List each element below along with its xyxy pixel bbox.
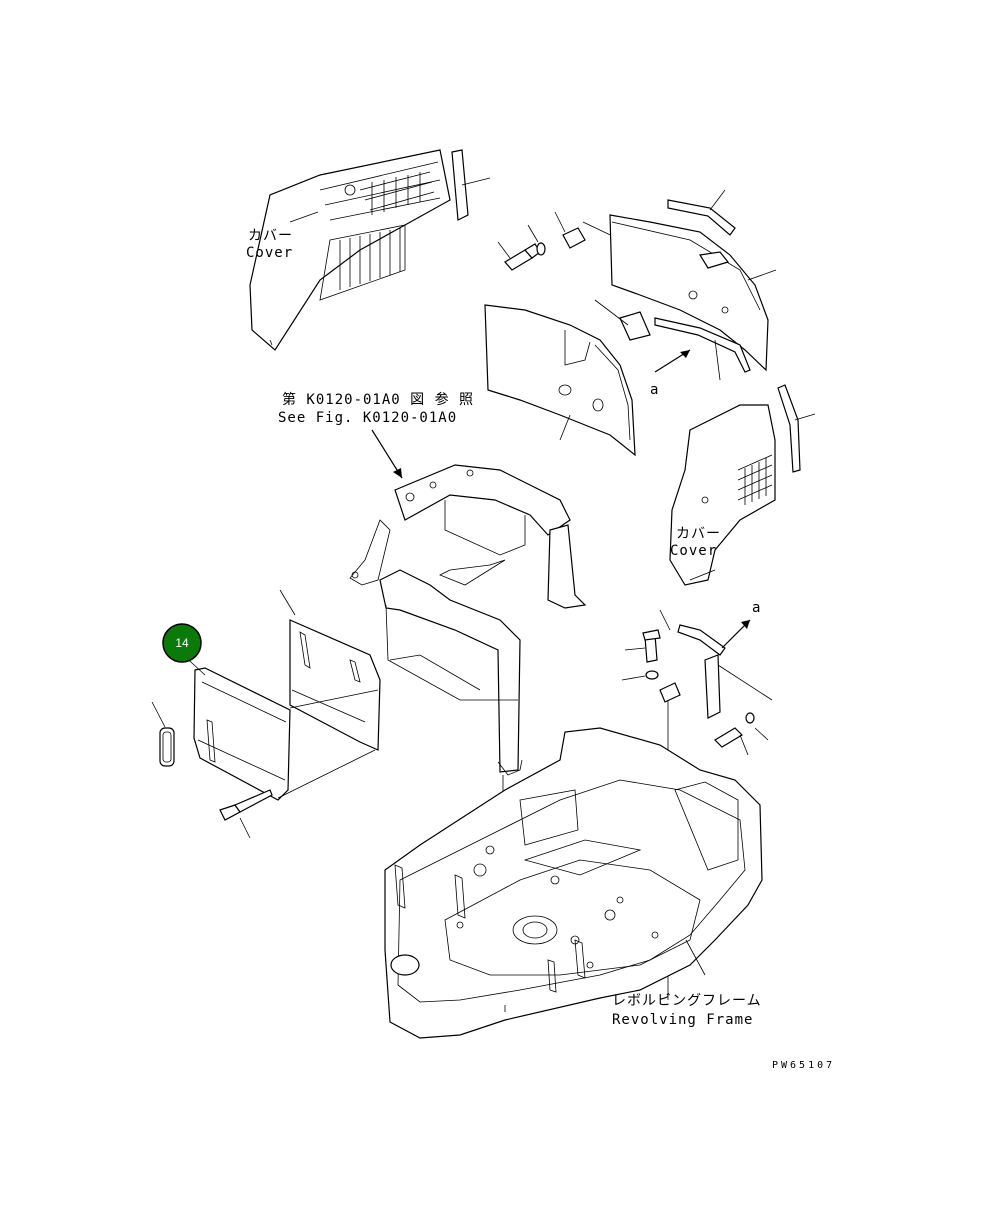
cover-right-jp-text: カバー — [676, 526, 721, 542]
top-left-cover — [249, 149, 491, 351]
callout-14-badge[interactable] — [162, 623, 202, 663]
cover-top-jp-text: カバー — [248, 228, 293, 244]
see-fig-jp-text: 第 K0120-01A0 図 参 照 — [282, 391, 474, 408]
cover-top-left-label: カバー Cover — [246, 211, 319, 261]
arrow-a-right: a — [721, 600, 761, 649]
callout-14[interactable]: 14 — [162, 623, 202, 663]
center-shield-plate — [484, 299, 636, 457]
arrow-a-label-right: a — [752, 600, 761, 616]
top-bolt-group — [497, 211, 689, 273]
revolving-frame-label: レボルビングフレーム Revolving Frame — [612, 993, 762, 1028]
cover-right-label: カバー Cover — [670, 526, 721, 559]
revolving-frame — [384, 727, 763, 1039]
arrow-a-top: a — [650, 349, 691, 398]
lower-bolt — [219, 689, 379, 839]
top-right-cover — [609, 189, 777, 381]
cover-right-en-text: Cover — [670, 543, 717, 559]
revolving-jp-text: レボルビングフレーム — [612, 993, 762, 1009]
callout-14-number[interactable]: 14 — [175, 636, 189, 650]
drawing-code: PW65107 — [772, 1060, 835, 1071]
right-bracket-group — [621, 609, 773, 1000]
bracket-frame — [349, 464, 587, 1005]
part-14-cover-plate — [179, 651, 291, 801]
mid-cover-plate — [279, 589, 381, 751]
see-fig-en-text: See Fig. K0120-01A0 — [278, 410, 457, 426]
revolving-en-text: Revolving Frame — [612, 1012, 753, 1028]
grommet — [151, 701, 175, 767]
cover-top-en-text: Cover — [246, 245, 293, 261]
see-fig-reference: 第 K0120-01A0 図 参 照 See Fig. K0120-01A0 — [278, 391, 474, 479]
arrow-a-label-top: a — [650, 382, 659, 398]
right-cover — [669, 384, 816, 586]
